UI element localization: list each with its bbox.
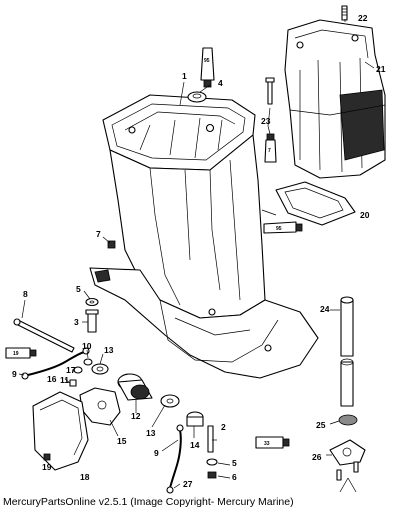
callout-2: 2 xyxy=(221,422,226,432)
washer-13-upper[interactable] xyxy=(91,363,109,375)
stud-2[interactable] xyxy=(207,425,214,453)
washer-10[interactable] xyxy=(83,358,93,366)
image-caption: MercuryPartsOnline v2.5.1 (Image Copyrig… xyxy=(3,496,294,508)
tube-19-label: 19 xyxy=(13,351,19,357)
callout-5-upper: 5 xyxy=(76,284,81,294)
callout-11: 11 xyxy=(60,375,69,385)
ground-wire-9-right[interactable] xyxy=(166,424,184,494)
callout-26: 26 xyxy=(312,452,322,462)
callout-18: 18 xyxy=(80,472,90,482)
bolt-22[interactable] xyxy=(341,5,348,21)
tube-95-top-label: 95 xyxy=(204,58,210,64)
callout-16: 16 xyxy=(47,374,57,384)
callout-25: 25 xyxy=(316,420,326,430)
callout-9-left: 9 xyxy=(12,369,17,379)
driveshaft-housing[interactable] xyxy=(89,94,319,379)
callout-8: 8 xyxy=(23,289,28,299)
callout-14: 14 xyxy=(190,440,200,450)
callout-15: 15 xyxy=(117,436,127,446)
cover-18[interactable] xyxy=(32,391,89,471)
long-stud-8[interactable] xyxy=(13,318,75,353)
tube-95-side: 95 xyxy=(263,221,303,234)
screws-bottom-right[interactable] xyxy=(336,461,359,481)
screw-3[interactable] xyxy=(85,309,99,333)
pump-base-26[interactable] xyxy=(329,439,366,466)
callout-3: 3 xyxy=(74,317,79,327)
water-tube-24[interactable] xyxy=(340,296,354,407)
callout-12: 12 xyxy=(131,411,141,421)
mount-12[interactable] xyxy=(117,373,153,401)
callout-17: 17 xyxy=(66,365,76,375)
callout-numbers: 1 2 3 4 5 5 6 7 8 9 9 10 11 12 13 13 14 … xyxy=(12,13,386,489)
callout-1: 1 xyxy=(182,71,187,81)
tube-33: 33 xyxy=(255,436,290,449)
tube-7: 7 xyxy=(264,133,277,163)
callout-10: 10 xyxy=(82,341,92,351)
exhaust-adaptor-plate[interactable] xyxy=(284,19,386,179)
leader-lines xyxy=(18,19,375,493)
clip-16[interactable] xyxy=(69,379,77,387)
callout-27: 27 xyxy=(183,479,193,489)
spacer-14[interactable] xyxy=(186,411,204,427)
dowel-pin-7[interactable] xyxy=(107,240,116,249)
tube-95-side-label: 95 xyxy=(276,226,282,232)
washer-5-upper[interactable] xyxy=(85,297,99,307)
tube-33-label: 33 xyxy=(264,441,270,447)
tube-7-label: 7 xyxy=(268,148,271,154)
washer-5-lower[interactable] xyxy=(206,458,218,466)
callout-19: 19 xyxy=(42,462,52,472)
callout-7: 7 xyxy=(96,229,101,239)
callout-22: 22 xyxy=(358,13,368,23)
nut-6[interactable] xyxy=(207,471,217,479)
seal-25[interactable] xyxy=(338,414,358,426)
gasket[interactable] xyxy=(275,181,356,226)
callout-5-lower: 5 xyxy=(232,458,237,468)
callout-4: 4 xyxy=(218,78,223,88)
callout-9-right: 9 xyxy=(154,448,159,458)
bushing-4[interactable] xyxy=(187,91,207,103)
bolt-23[interactable] xyxy=(265,77,275,105)
callout-13-lower: 13 xyxy=(146,428,156,438)
mount-bracket-15[interactable] xyxy=(79,387,121,426)
screw-19[interactable] xyxy=(43,453,51,461)
tube-19: 19 xyxy=(5,347,37,359)
callout-23: 23 xyxy=(261,116,271,126)
callout-21: 21 xyxy=(376,64,386,74)
tube-95-top: 95 xyxy=(200,47,215,88)
washer-13-lower[interactable] xyxy=(160,394,180,408)
callout-20: 20 xyxy=(360,210,370,220)
callout-13-upper: 13 xyxy=(104,345,114,355)
callout-24: 24 xyxy=(320,304,330,314)
callout-6: 6 xyxy=(232,472,237,482)
